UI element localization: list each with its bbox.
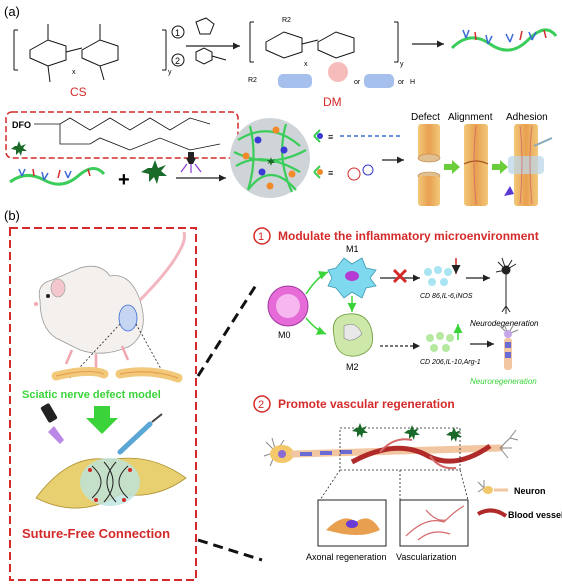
- or-text-1: or: [354, 79, 361, 86]
- legend-vessel-label: Blood vessel: [508, 510, 562, 520]
- uv-lamp-icon: [504, 186, 514, 196]
- arrow-to-adhesion-icon: [492, 160, 508, 174]
- drug-star-icon: [141, 160, 167, 184]
- adhered-nerve: [508, 124, 544, 206]
- scene-star-2-icon: [404, 425, 420, 440]
- cs-structure: [13, 24, 167, 83]
- m1-macrophage: [327, 257, 377, 299]
- step-2-number: 2: [175, 56, 180, 66]
- cs-x-subscript: x: [72, 69, 76, 76]
- m0-label: M0: [278, 330, 291, 340]
- zoom-connector-top: [196, 281, 260, 377]
- neuroregeneration-label: Neuroregeneration: [470, 377, 537, 386]
- hydrogel-network: [230, 118, 310, 198]
- dm-label: DM: [323, 95, 342, 109]
- block-x-icon: [392, 268, 408, 284]
- section2-number: 2: [258, 399, 264, 411]
- dopamine-icon: [195, 47, 227, 65]
- covalent-crosslink-legend: ≡: [313, 129, 400, 143]
- or-text-2: or: [398, 79, 405, 86]
- legend-vessel-icon: [477, 508, 508, 518]
- repaired-nerve-illustration: [35, 457, 187, 509]
- adhesion-label: Adhesion: [506, 112, 548, 123]
- m2-macrophage: [332, 313, 374, 357]
- r2-definition: R2: [248, 77, 257, 84]
- zoom-connector-bottom: [197, 538, 263, 562]
- legend-neuron-icon: [477, 480, 508, 494]
- aligned-nerve: [463, 124, 489, 206]
- neuron-vessel-scene: [263, 429, 519, 470]
- cs-y-subscript: y: [168, 69, 172, 76]
- m0-macrophage: [267, 285, 309, 327]
- injection-icon: [533, 137, 553, 147]
- dm-structure: [249, 21, 399, 63]
- defect-nerve: [417, 124, 441, 206]
- rat-illustration: [34, 231, 186, 368]
- panel-a-label: (a): [4, 4, 20, 19]
- dm-r2-label: R2: [282, 17, 291, 24]
- uv-light-beam: [180, 163, 202, 173]
- section2-title: Promote vascular regeneration: [278, 397, 455, 411]
- dm-x-subscript: x: [304, 61, 308, 68]
- section1-number-circle: [253, 227, 271, 245]
- alignment-label: Alignment: [448, 112, 493, 123]
- vascularization-label: Vascularization: [396, 552, 456, 562]
- axonal-regeneration-label: Axonal regeneration: [306, 552, 387, 562]
- section1-number: 1: [258, 231, 264, 243]
- m1-cytokines: [424, 266, 452, 286]
- dm-polymer-chain-icon: [450, 28, 558, 52]
- scene-star-1-icon: [352, 423, 368, 438]
- dm-chain-icon: [9, 167, 106, 186]
- m2-markers: CD 206,IL-10,Arg-1: [420, 359, 481, 366]
- m2-cytokines: [426, 332, 454, 352]
- m0-to-m1-arrow: [305, 271, 329, 295]
- m2-label: M2: [346, 362, 359, 372]
- defect-label: Defect: [411, 112, 440, 123]
- dfo-label: DFO: [12, 120, 31, 130]
- nerve-defect-illustration: [51, 366, 183, 383]
- syringe-icon: [117, 421, 153, 455]
- connection-label: Suture-Free Connection: [22, 526, 170, 541]
- legend-neuron-label: Neuron: [514, 486, 546, 496]
- axonal-regeneration-inset: [317, 499, 387, 547]
- regenerating-neuron-icon: [499, 323, 519, 370]
- step-1-number: 1: [175, 28, 180, 38]
- vascularization-inset: [399, 499, 469, 547]
- cs-label: CS: [70, 85, 87, 99]
- dfo-star-icon: [11, 141, 27, 156]
- inset-connector-lines: [319, 469, 469, 501]
- svg-text:≡: ≡: [328, 168, 333, 178]
- neurodegeneration-label: Neurodegeneration: [470, 319, 539, 328]
- catechol-highlight: [328, 62, 348, 82]
- dfo-box: [5, 111, 239, 159]
- scene-star-3-icon: [446, 427, 462, 442]
- uv-flashlight-icon: [40, 403, 64, 444]
- down-arrow-icon: [86, 406, 118, 434]
- model-box: [9, 227, 197, 581]
- coordination-crosslink-legend: ≡: [313, 164, 374, 181]
- svg-text:≡: ≡: [328, 132, 333, 142]
- uv-light-icon: [186, 152, 196, 164]
- section2-number-circle: [253, 395, 271, 413]
- maleyl-substituent-box: [364, 74, 394, 88]
- step-1-circle: [171, 25, 185, 39]
- model-label: Sciatic nerve defect model: [22, 389, 161, 401]
- panel-b-label: (b): [4, 208, 20, 223]
- m1-markers: CD 86,IL-6,iNOS: [420, 293, 473, 300]
- h-text: H: [410, 79, 415, 86]
- syringe-plunger-icon: [151, 413, 163, 423]
- maleic-anhydride-icon: [195, 17, 215, 35]
- section1-title: Modulate the inflammatory microenvironme…: [278, 229, 539, 243]
- dfo-structure: [34, 117, 221, 151]
- m0-to-m2-arrow: [305, 317, 327, 335]
- m1-label: M1: [346, 244, 359, 254]
- dopamine-substituent-box: [278, 74, 312, 88]
- degenerating-neuron-icon: [495, 257, 517, 314]
- dm-y-subscript: y: [400, 61, 404, 68]
- plus-sign: +: [118, 169, 130, 191]
- arrow-to-alignment-icon: [444, 160, 460, 174]
- step-2-circle: [171, 53, 185, 67]
